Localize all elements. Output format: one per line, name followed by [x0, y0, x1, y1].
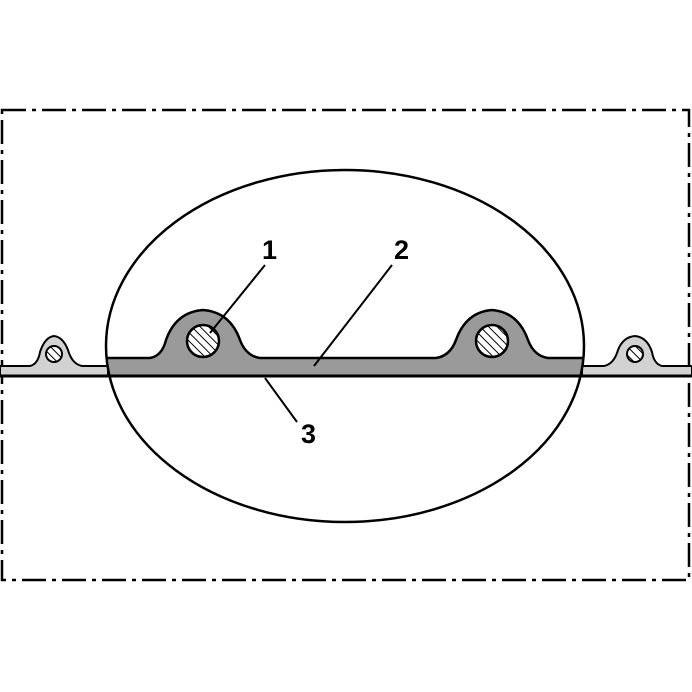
wire-spiral-small-left: [45, 345, 63, 363]
callout-label-1: 1: [262, 235, 277, 265]
wire-spiral-left: [185, 323, 221, 359]
hose-wall-profile: [106, 308, 584, 378]
callout-label-2: 2: [394, 235, 409, 265]
detail-magnifier-ellipse: [104, 168, 586, 524]
wire-spiral-small-right: [626, 345, 644, 363]
callout-label-3: 3: [301, 419, 316, 449]
leader-line-1: [209, 264, 266, 334]
wire-spiral-right: [474, 323, 510, 359]
dash-dot-frame: [0, 108, 691, 582]
leader-line-3: [264, 377, 298, 423]
leader-line-2: [313, 264, 393, 367]
